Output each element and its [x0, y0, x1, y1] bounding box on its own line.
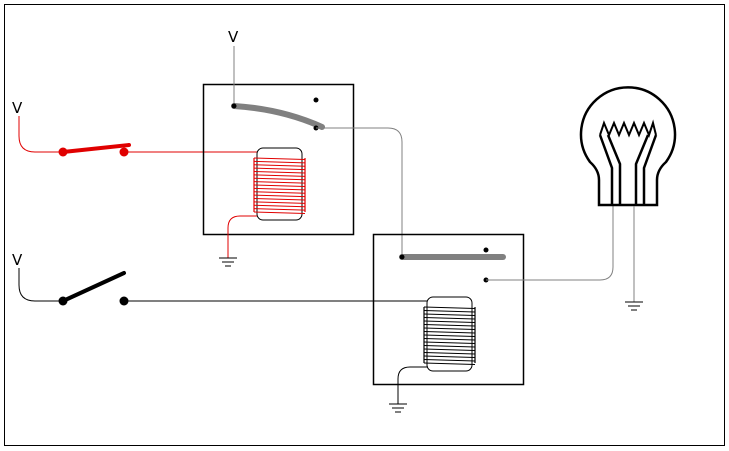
- lamp-icon: [579, 86, 677, 207]
- relay1-common-terminal: [231, 103, 237, 109]
- coil-winding: [423, 341, 476, 344]
- coil-winding: [253, 157, 306, 160]
- coil-winding: [423, 348, 476, 351]
- coil-winding: [253, 177, 306, 181]
- switch2-blade: [61, 271, 126, 303]
- coil-winding: [423, 306, 476, 309]
- coil-winding: [423, 331, 476, 334]
- wire-coil2-to-ground: [397, 366, 428, 404]
- relay1-contact-arm: [231, 103, 325, 130]
- coil-winding: [423, 352, 476, 355]
- relay2-housing: [372, 233, 525, 386]
- switch-1: [18, 116, 257, 157]
- relay2-upper-terminal: [483, 247, 489, 253]
- coil-winding: [253, 208, 306, 211]
- coil-winding: [423, 313, 476, 316]
- coil-winding: [423, 345, 476, 348]
- coil-winding: [423, 327, 476, 330]
- relay2-common-terminal: [399, 254, 405, 260]
- coil-winding: [253, 187, 306, 191]
- relay-1: [202, 46, 355, 258]
- lamp-filament-outer: [598, 134, 658, 205]
- coil-winding: [253, 164, 306, 167]
- coil-winding: [253, 167, 306, 171]
- wire-supply-to-switch2: [18, 268, 63, 302]
- wire-relay1-to-relay2: [316, 127, 403, 257]
- lamp-bulb: [579, 86, 677, 207]
- coil-winding: [253, 211, 306, 214]
- coil-winding: [423, 324, 476, 327]
- supply-label-relay1: V: [228, 28, 239, 46]
- lamp-filament-zigzag: [599, 119, 657, 138]
- relay1-housing: [202, 83, 355, 236]
- wire-coil1-to-ground: [227, 215, 257, 258]
- lamp-filament-inner: [606, 134, 650, 205]
- switch1-blade: [61, 143, 131, 154]
- coil-winding: [253, 184, 306, 187]
- supply-label-switch2: V: [12, 251, 23, 269]
- wire-supply-to-switch1: [18, 116, 63, 153]
- coil-winding: [253, 198, 306, 201]
- coil-winding: [423, 320, 476, 323]
- coil-winding: [423, 362, 476, 365]
- switch-2: [18, 268, 428, 306]
- relay-2: [372, 233, 525, 404]
- coil-winding: [253, 160, 306, 164]
- relay-coil-icon: [253, 147, 306, 221]
- ground-icon: [389, 403, 407, 413]
- coil-winding: [253, 191, 306, 194]
- wire-relay2-to-lamp: [486, 206, 614, 281]
- coil-winding: [253, 181, 306, 184]
- supply-label-switch1: V: [12, 99, 23, 117]
- coil-winding: [423, 355, 476, 358]
- coil-winding: [253, 201, 306, 204]
- ground-icon: [625, 301, 643, 311]
- coil-winding: [423, 317, 476, 320]
- coil-winding: [253, 194, 306, 198]
- coil-winding: [423, 334, 476, 337]
- diagram-border: [4, 4, 725, 446]
- ground-icon: [219, 257, 237, 267]
- coil-winding: [423, 359, 476, 362]
- coil-winding: [423, 310, 476, 313]
- coil-winding: [253, 174, 306, 177]
- coil-winding: [423, 338, 476, 341]
- coil-winding: [253, 204, 306, 208]
- coil-winding: [253, 171, 306, 174]
- relay1-no-upper-terminal: [313, 97, 319, 103]
- relay-coil-icon: [423, 296, 476, 372]
